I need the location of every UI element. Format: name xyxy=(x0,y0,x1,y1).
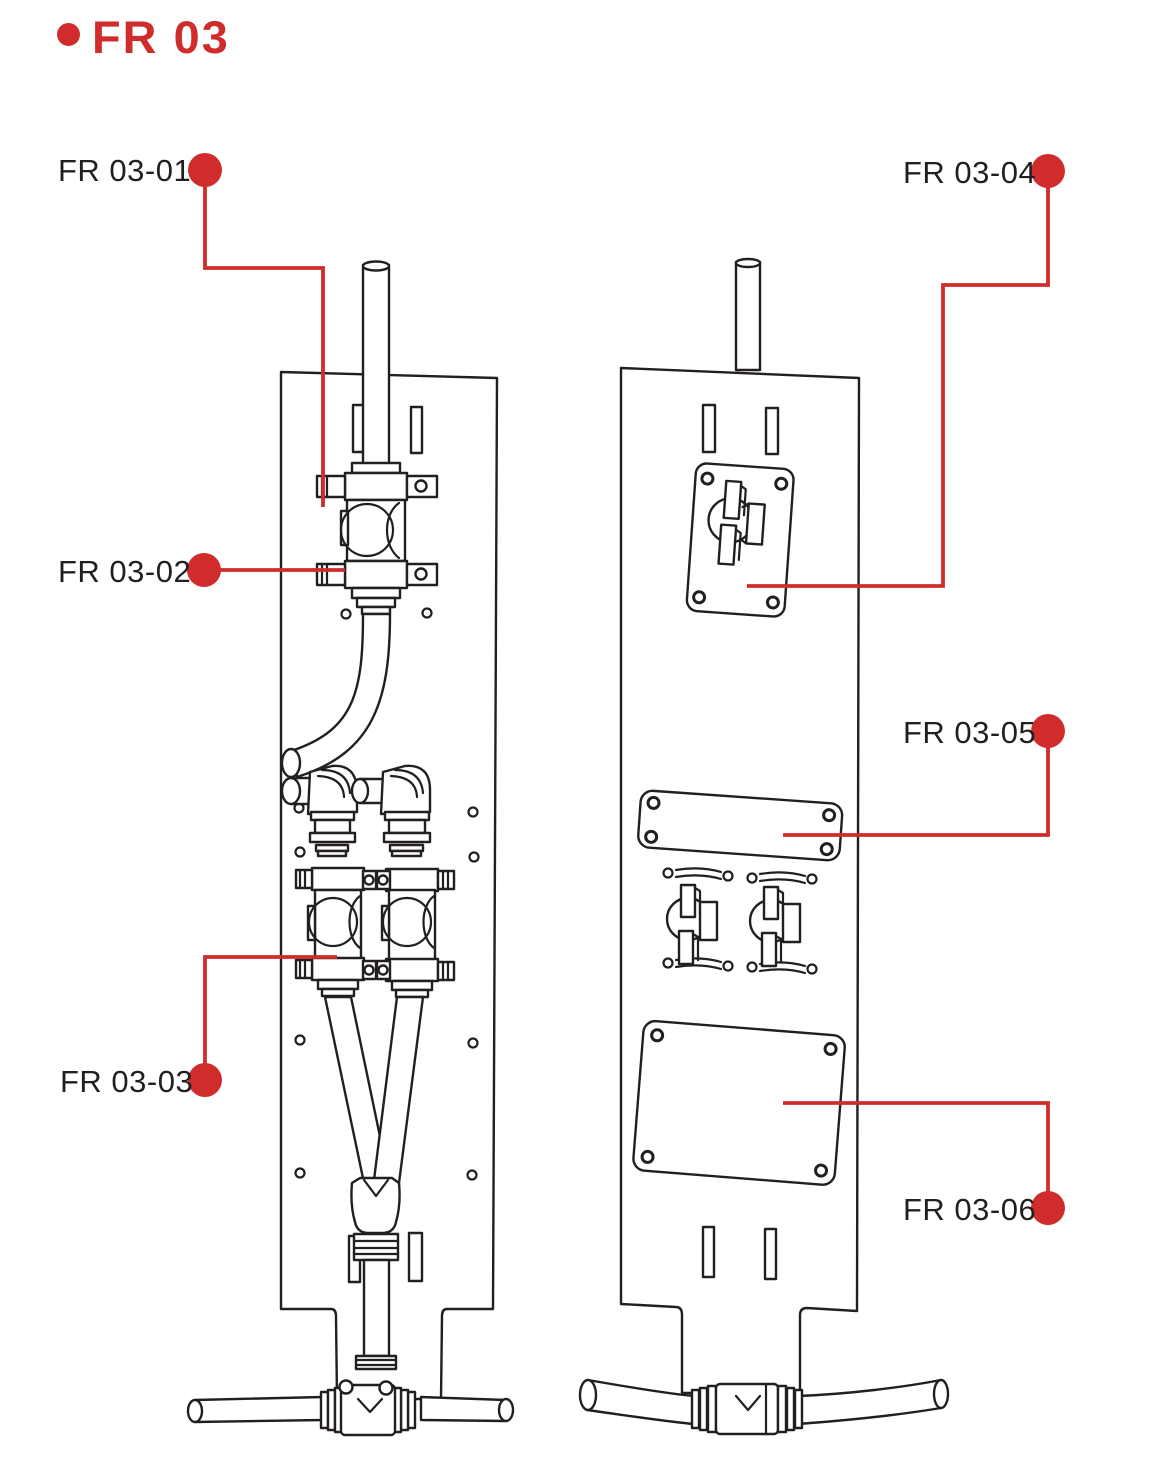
callout-label-fr-03-03: FR 03-03 xyxy=(60,1064,194,1099)
top-inlet-pipe xyxy=(361,260,391,466)
callout-label-fr-03-05: FR 03-05 xyxy=(903,715,1037,750)
rear-actuators xyxy=(662,867,818,975)
callout-dot-fr-03-04 xyxy=(1031,154,1065,188)
leader-fr-03-04 xyxy=(747,171,1050,588)
callout-dot-fr-03-05 xyxy=(1031,714,1065,748)
leader-fr-03-03 xyxy=(203,955,337,1080)
front-view-drawing xyxy=(186,260,515,1437)
rear-bottom-pipe xyxy=(578,1378,950,1436)
leader-fr-03-01 xyxy=(203,170,325,507)
callout-dot-fr-03-01 xyxy=(188,153,222,187)
callout-label-fr-03-01: FR 03-01 xyxy=(58,153,192,188)
wye-pipes xyxy=(323,995,425,1371)
title-bullet-icon xyxy=(57,23,80,46)
rear-panel-slots xyxy=(701,403,780,1281)
callout-label-fr-03-04: FR 03-04 xyxy=(903,155,1037,190)
rear-top-pipe-stub xyxy=(734,257,762,372)
callout-dot-fr-03-03 xyxy=(188,1063,222,1097)
elbow-fittings xyxy=(280,764,432,858)
front-panel-holes xyxy=(293,607,480,1181)
twin-valve-right xyxy=(375,867,456,999)
rear-view-drawing xyxy=(578,257,950,1436)
upper-access-plate xyxy=(685,462,795,618)
callout-dot-fr-03-02 xyxy=(187,553,221,587)
callout-leaders xyxy=(187,153,1065,1225)
callout-label-fr-03-02: FR 03-02 xyxy=(58,554,192,589)
callout-label-fr-03-06: FR 03-06 xyxy=(903,1192,1037,1227)
leader-fr-03-06 xyxy=(783,1101,1050,1208)
middle-access-plate xyxy=(637,789,844,862)
bottom-tee-pipe xyxy=(186,1379,515,1437)
twin-valve-left xyxy=(294,866,378,998)
callout-dot-fr-03-06 xyxy=(1031,1191,1065,1225)
lower-access-plate xyxy=(632,1019,846,1186)
page-title: FR 03 xyxy=(92,12,230,63)
leader-fr-03-05 xyxy=(783,731,1050,837)
